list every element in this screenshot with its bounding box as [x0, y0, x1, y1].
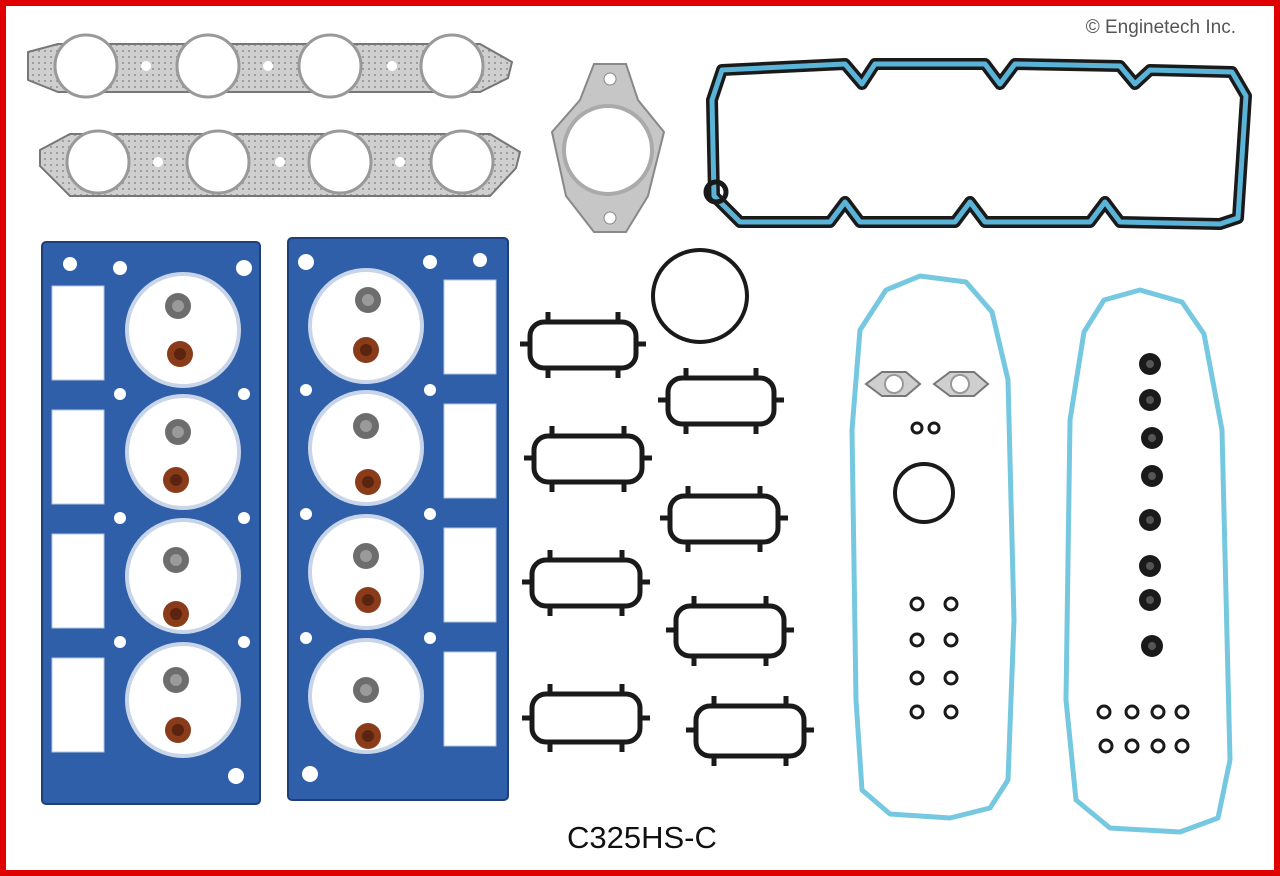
- small-flange-gaskets: [864, 371, 990, 397]
- o-ring-medium: [893, 462, 955, 524]
- valve-stem-seals-column: [1139, 353, 1163, 657]
- o-ring-large: [651, 248, 749, 344]
- copyright-text: © Enginetech Inc.: [1085, 17, 1236, 38]
- valve-cover-gasket: [703, 58, 1252, 230]
- exhaust-manifold-gasket-bottom: [39, 129, 522, 197]
- intake-manifold-gaskets: [520, 312, 814, 766]
- exhaust-manifold-gasket-top: [27, 33, 514, 99]
- valve-stem-seals-right: [353, 287, 381, 749]
- cylinder-head-gasket-left: [41, 241, 261, 805]
- small-o-rings-right: [1096, 704, 1190, 754]
- small-o-rings-left: [909, 421, 959, 720]
- valley-cover-seal-right: [1063, 287, 1233, 835]
- valley-cover-seal-left: [849, 273, 1017, 821]
- cylinder-head-gasket-right: [287, 237, 509, 801]
- exhaust-flange-gasket: [550, 63, 666, 233]
- part-number-label: C325HS-C: [567, 820, 717, 855]
- valve-stem-seals-left: [163, 293, 193, 743]
